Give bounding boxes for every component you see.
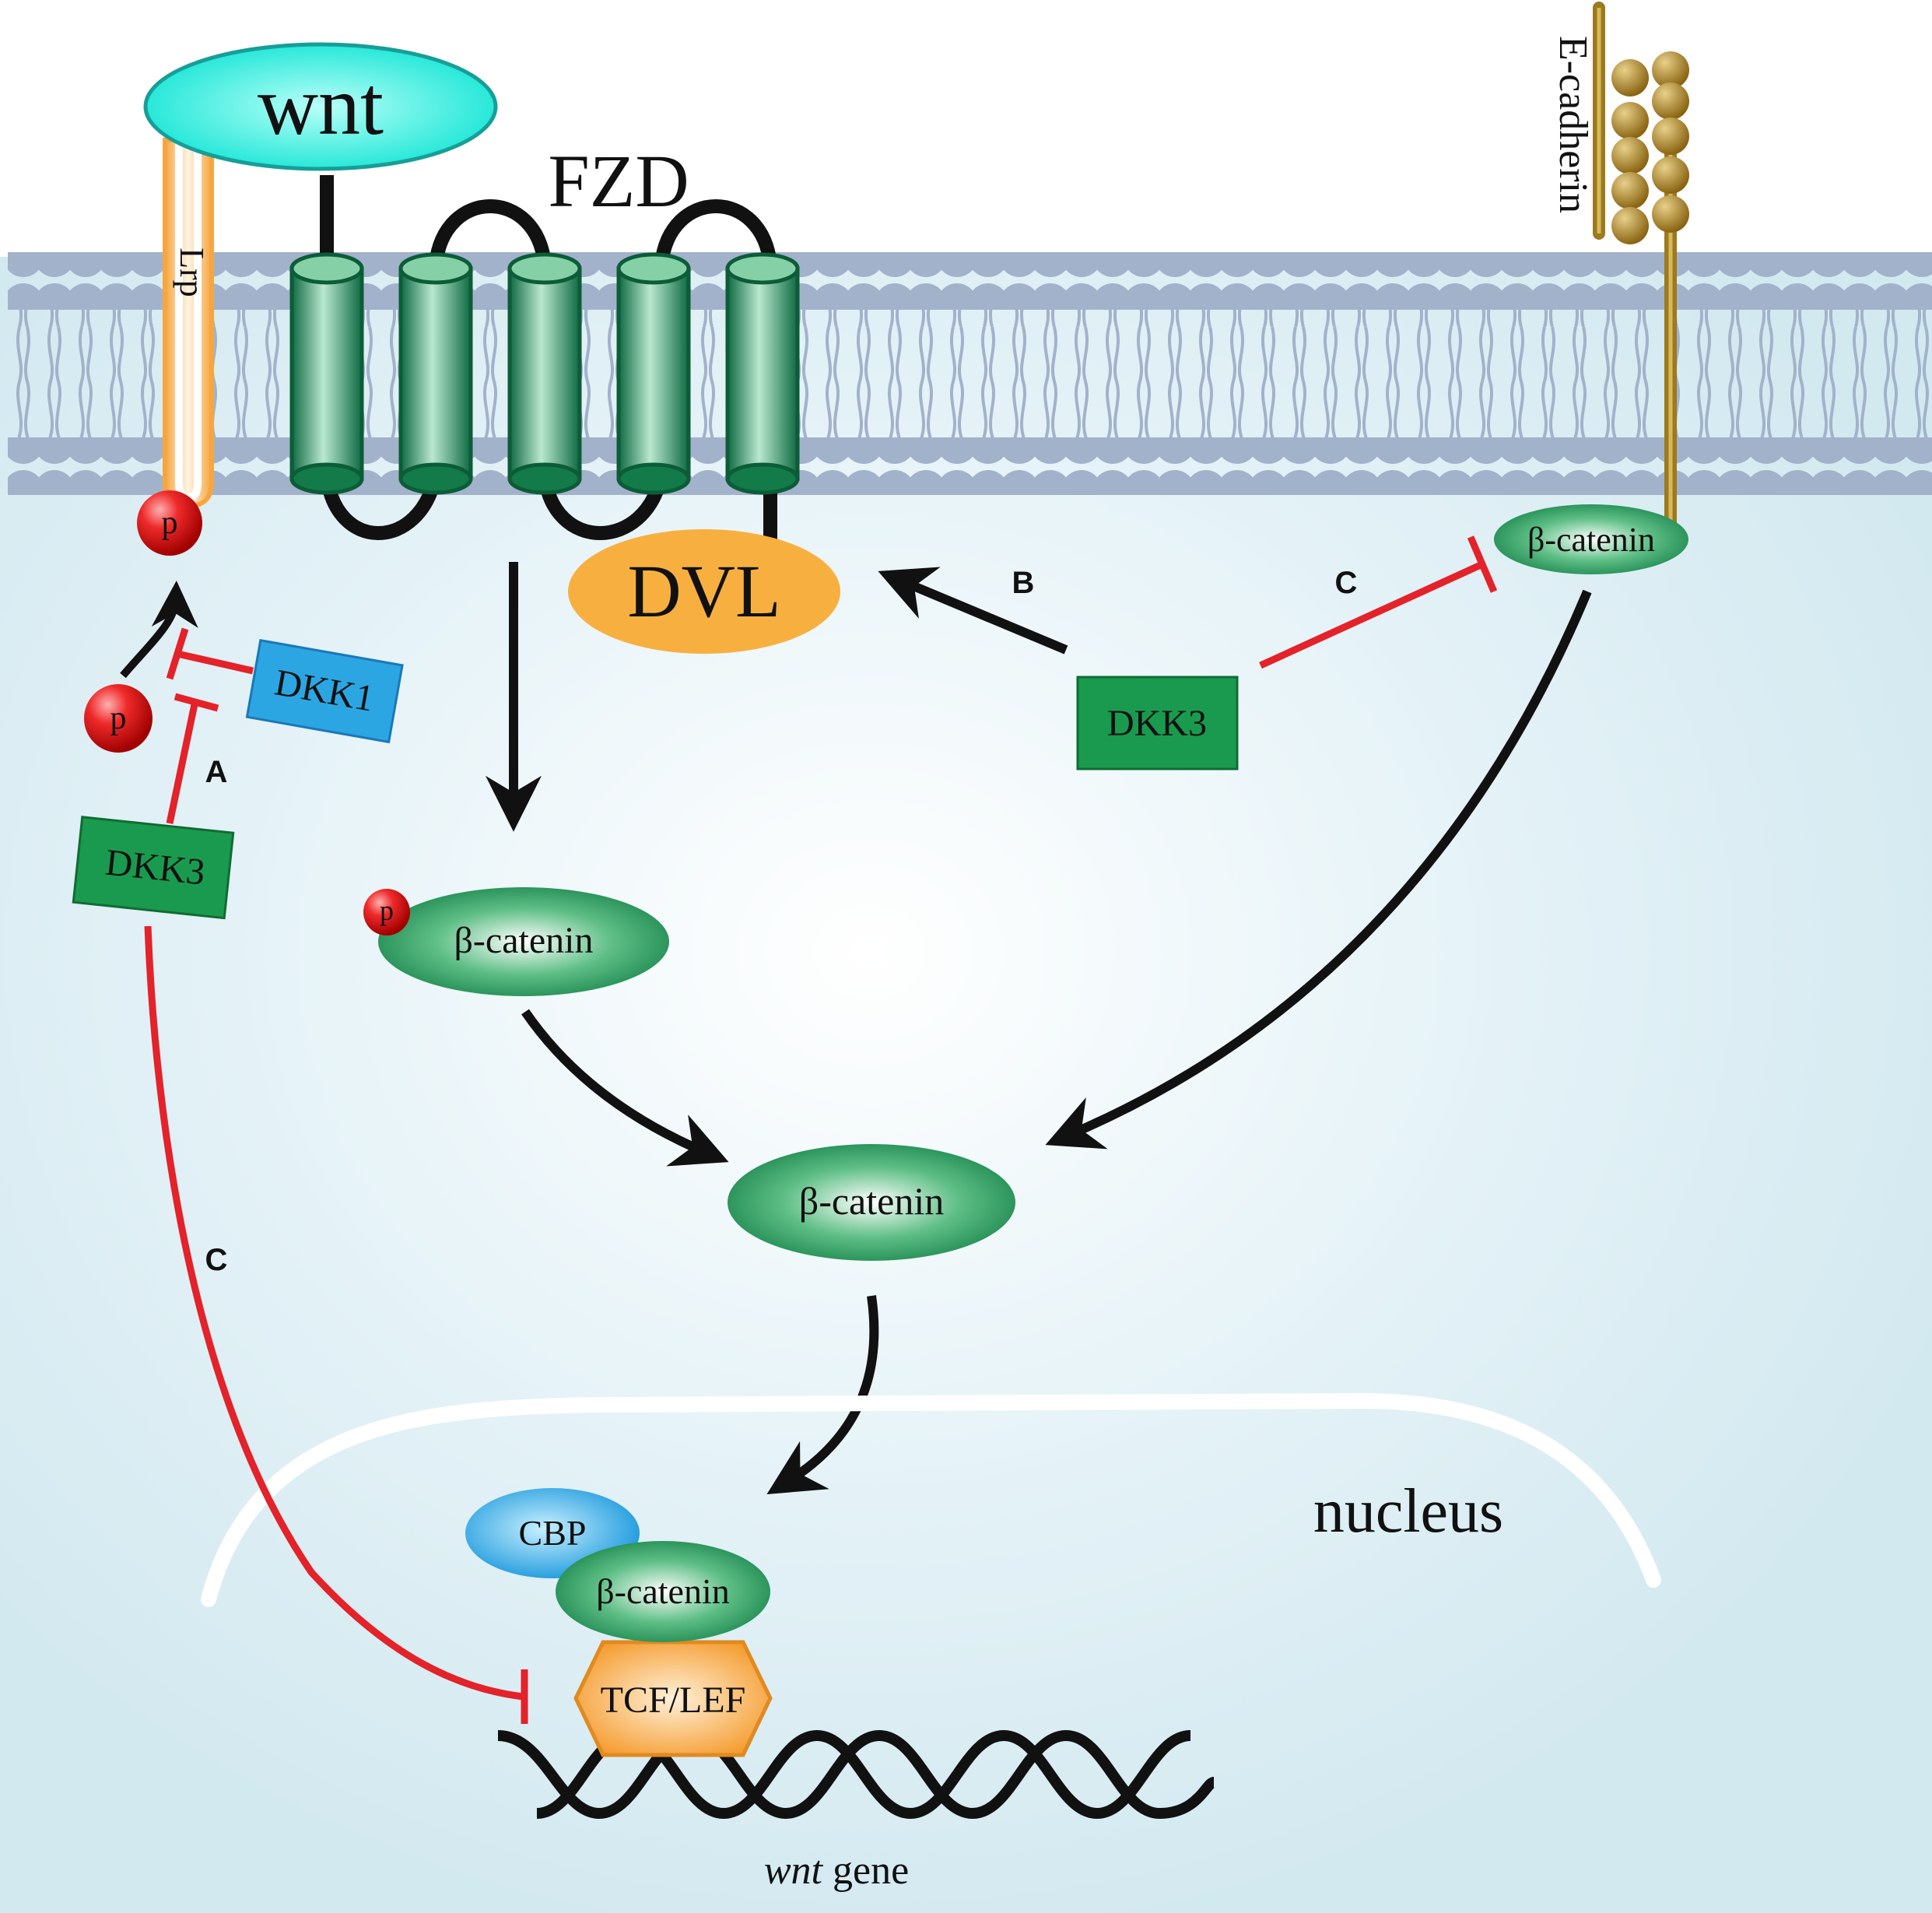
beta-catenin-nuclear: β-catenin	[556, 1541, 770, 1642]
fzd-loops	[320, 175, 777, 545]
dkk3-left-inhibition-a	[166, 693, 219, 824]
free-phosphate: p	[84, 684, 153, 753]
beta-catenin-membrane-label: β-catenin	[1527, 521, 1655, 559]
fzd-label: FZD	[548, 139, 689, 223]
dkk3-right-inhibitor: DKK3	[1076, 676, 1239, 770]
fzd-helix-3	[507, 252, 582, 495]
fzd-helix-2	[398, 252, 473, 495]
phosphate-label-lrp: p	[162, 505, 178, 541]
wnt-gene-label: wnt gene	[764, 1848, 909, 1893]
pathway-letter-c-top: C	[1335, 566, 1358, 600]
e-cadherin: E-cadherin	[1551, 2, 1689, 529]
beta-catenin-cytoplasmic: β-catenin	[728, 1144, 1015, 1261]
wnt-gene-suffix: gene	[822, 1848, 909, 1893]
dkk3-right-label: DKK3	[1107, 703, 1207, 744]
nuclear-envelope	[201, 1392, 1661, 1607]
phosphate-label-bcat: p	[380, 895, 394, 926]
wnt-label: wnt	[258, 60, 384, 153]
dkk3-left-inhibitor: DKK3	[72, 816, 235, 920]
lrp-phosphate: p	[137, 490, 202, 556]
cadherin-domains	[1611, 51, 1689, 244]
phospho-bcat-to-bcat-arrow	[521, 1009, 729, 1167]
e-cadherin-label: E-cadherin	[1551, 36, 1595, 213]
beta-catenin-center-label: β-catenin	[799, 1179, 944, 1223]
dvl-protein: DVL	[568, 529, 840, 654]
dvl-label: DVL	[627, 549, 780, 633]
cbp-label: CBP	[519, 1513, 587, 1553]
dkk3-to-dvl-arrow	[878, 567, 1068, 655]
phosphorylation-arrow	[120, 581, 198, 679]
dkk3-inhibits-membrane-bcat	[1259, 535, 1498, 669]
fzd-helix-5	[725, 252, 800, 495]
beta-catenin-nucleus-label: β-catenin	[596, 1571, 730, 1611]
pathway-letter-b: B	[1012, 566, 1035, 600]
pathway-letter-a: A	[205, 755, 228, 789]
membrane-bcat-to-bcat-arrow	[1045, 589, 1592, 1150]
pathway-letter-c-left: C	[205, 1243, 228, 1277]
dkk1-inhibition	[166, 627, 254, 680]
fzd-receptor	[289, 252, 800, 495]
fzd-helix-4	[616, 252, 691, 495]
cytoplasm-background	[0, 257, 1932, 1913]
wnt-gene-italic: wnt	[764, 1848, 824, 1893]
fzd-helix-1	[289, 252, 364, 495]
phosphate-label-free: p	[110, 700, 127, 736]
tcf-lef-label: TCF/LEF	[601, 1680, 746, 1721]
beta-catenin-membrane: β-catenin	[1494, 504, 1688, 574]
dkk3-inhibits-tcf-lef	[144, 925, 528, 1724]
beta-catenin-phosphorylated: β-catenin p	[363, 887, 669, 996]
lrp-label: Lrp	[173, 247, 211, 297]
lrp-receptor: Lrp	[163, 138, 214, 509]
wnt-ligand: wnt	[143, 42, 498, 171]
tcf-lef: TCF/LEF	[573, 1640, 773, 1757]
nucleus-label: nucleus	[1313, 1477, 1503, 1546]
dkk1-inhibitor: DKK1	[245, 638, 404, 744]
beta-catenin-phospho-label: β-catenin	[454, 920, 594, 961]
